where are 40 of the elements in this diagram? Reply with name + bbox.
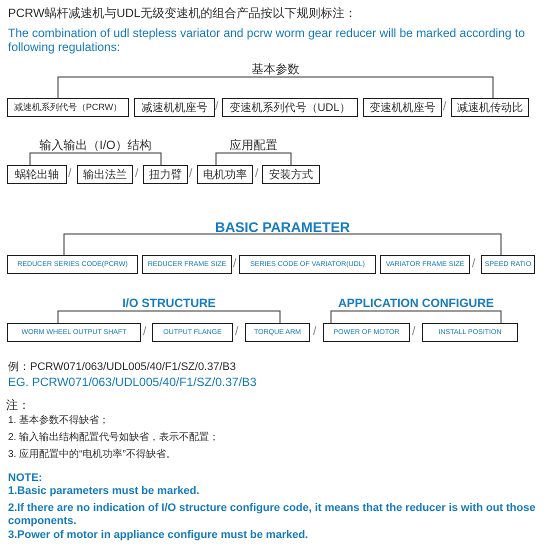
separator: / [313,324,316,338]
note-item: 1. 基本参数不得缺省； [8,414,110,427]
code-field-box: 扭力臂 [143,165,188,184]
group-heading: 输入输出（I/O）结构 [38,137,152,154]
note-item: 1.Basic parameters must be marked. [8,485,200,497]
group-heading: BASIC PARAMETER [214,219,352,235]
code-field-box: 减速机机座号 [134,98,215,117]
separator: / [235,324,238,338]
code-field-box: 蜗轮出轴 [7,165,67,184]
separator: / [443,99,446,113]
code-field-box: 输出法兰 [77,165,133,184]
code-field-box: 电机功率 [197,165,253,184]
note-item: 2. 输入输出结构配置代号如缺省，表示不配置； [8,430,220,444]
separator: / [233,256,236,270]
code-field-box: 安装方式 [262,165,320,184]
example-code: 例：PCRW071/063/UDL005/40/F1/SZ/0.37/B3 [8,360,236,374]
code-field-box: 变速机机座号 [363,98,442,117]
intro-text: The combination of udl stepless variator and pcrw worm gear reducer will be marked according to following regulations: [8,26,526,54]
separator: / [135,166,138,180]
note-item: 3.Power of motor in appliance configure must be marked. [8,529,308,541]
separator: / [215,99,218,113]
title: PCRW蜗杆减速机与UDL无级变速机的组合产品按以下规则标注： [8,5,356,22]
note-item: 3. 应用配置中的“电机功率”不得缺省。 [8,448,176,461]
example-code: EG. PCRW071/063/UDL005/40/F1/SZ/0.37/B3 [8,375,257,389]
group-heading: I/O STRUCTURE [121,296,217,310]
note-heading: NOTE: [8,472,42,484]
separator: / [472,256,476,270]
separator: / [412,324,416,338]
group-heading: APPLICATION CONFIGURE [337,296,495,310]
code-field-box: 变速机系列代号（UDL） [222,98,358,117]
group-heading: 基本参数 [250,61,300,78]
code-field-box: 减速机系列代号（PCRW） [7,98,129,117]
separator: / [189,166,192,180]
separator: / [68,166,72,180]
separator: / [143,324,146,338]
note-heading: 注： [6,397,30,414]
note-item: 2.If there are no indication of I/O structure configure code, it means that the reducer is with out those components. [8,502,536,528]
group-heading: 应用配置 [228,137,278,154]
separator: / [255,166,258,180]
code-field-box: 减速机传动比 [451,98,529,117]
